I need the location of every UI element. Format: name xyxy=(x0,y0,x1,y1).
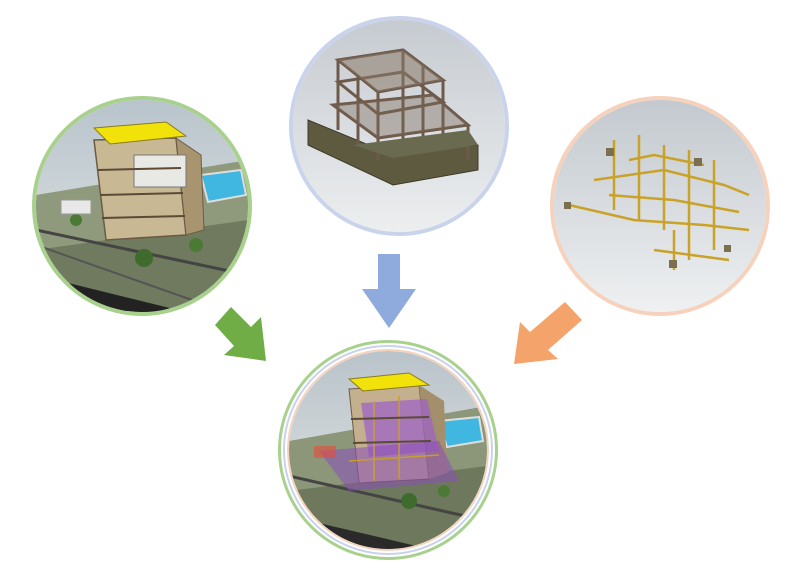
structural-model-circle xyxy=(289,16,509,236)
arrow-structural-to-federated xyxy=(362,254,416,328)
architectural-model-circle xyxy=(32,96,252,316)
arrow-mep-to-federated xyxy=(514,302,582,364)
structural-model-image xyxy=(293,20,505,232)
mep-model-image xyxy=(554,100,766,312)
architectural-model-image xyxy=(36,100,248,312)
mep-model-circle xyxy=(550,96,770,316)
arrow-architectural-to-federated xyxy=(215,307,266,361)
